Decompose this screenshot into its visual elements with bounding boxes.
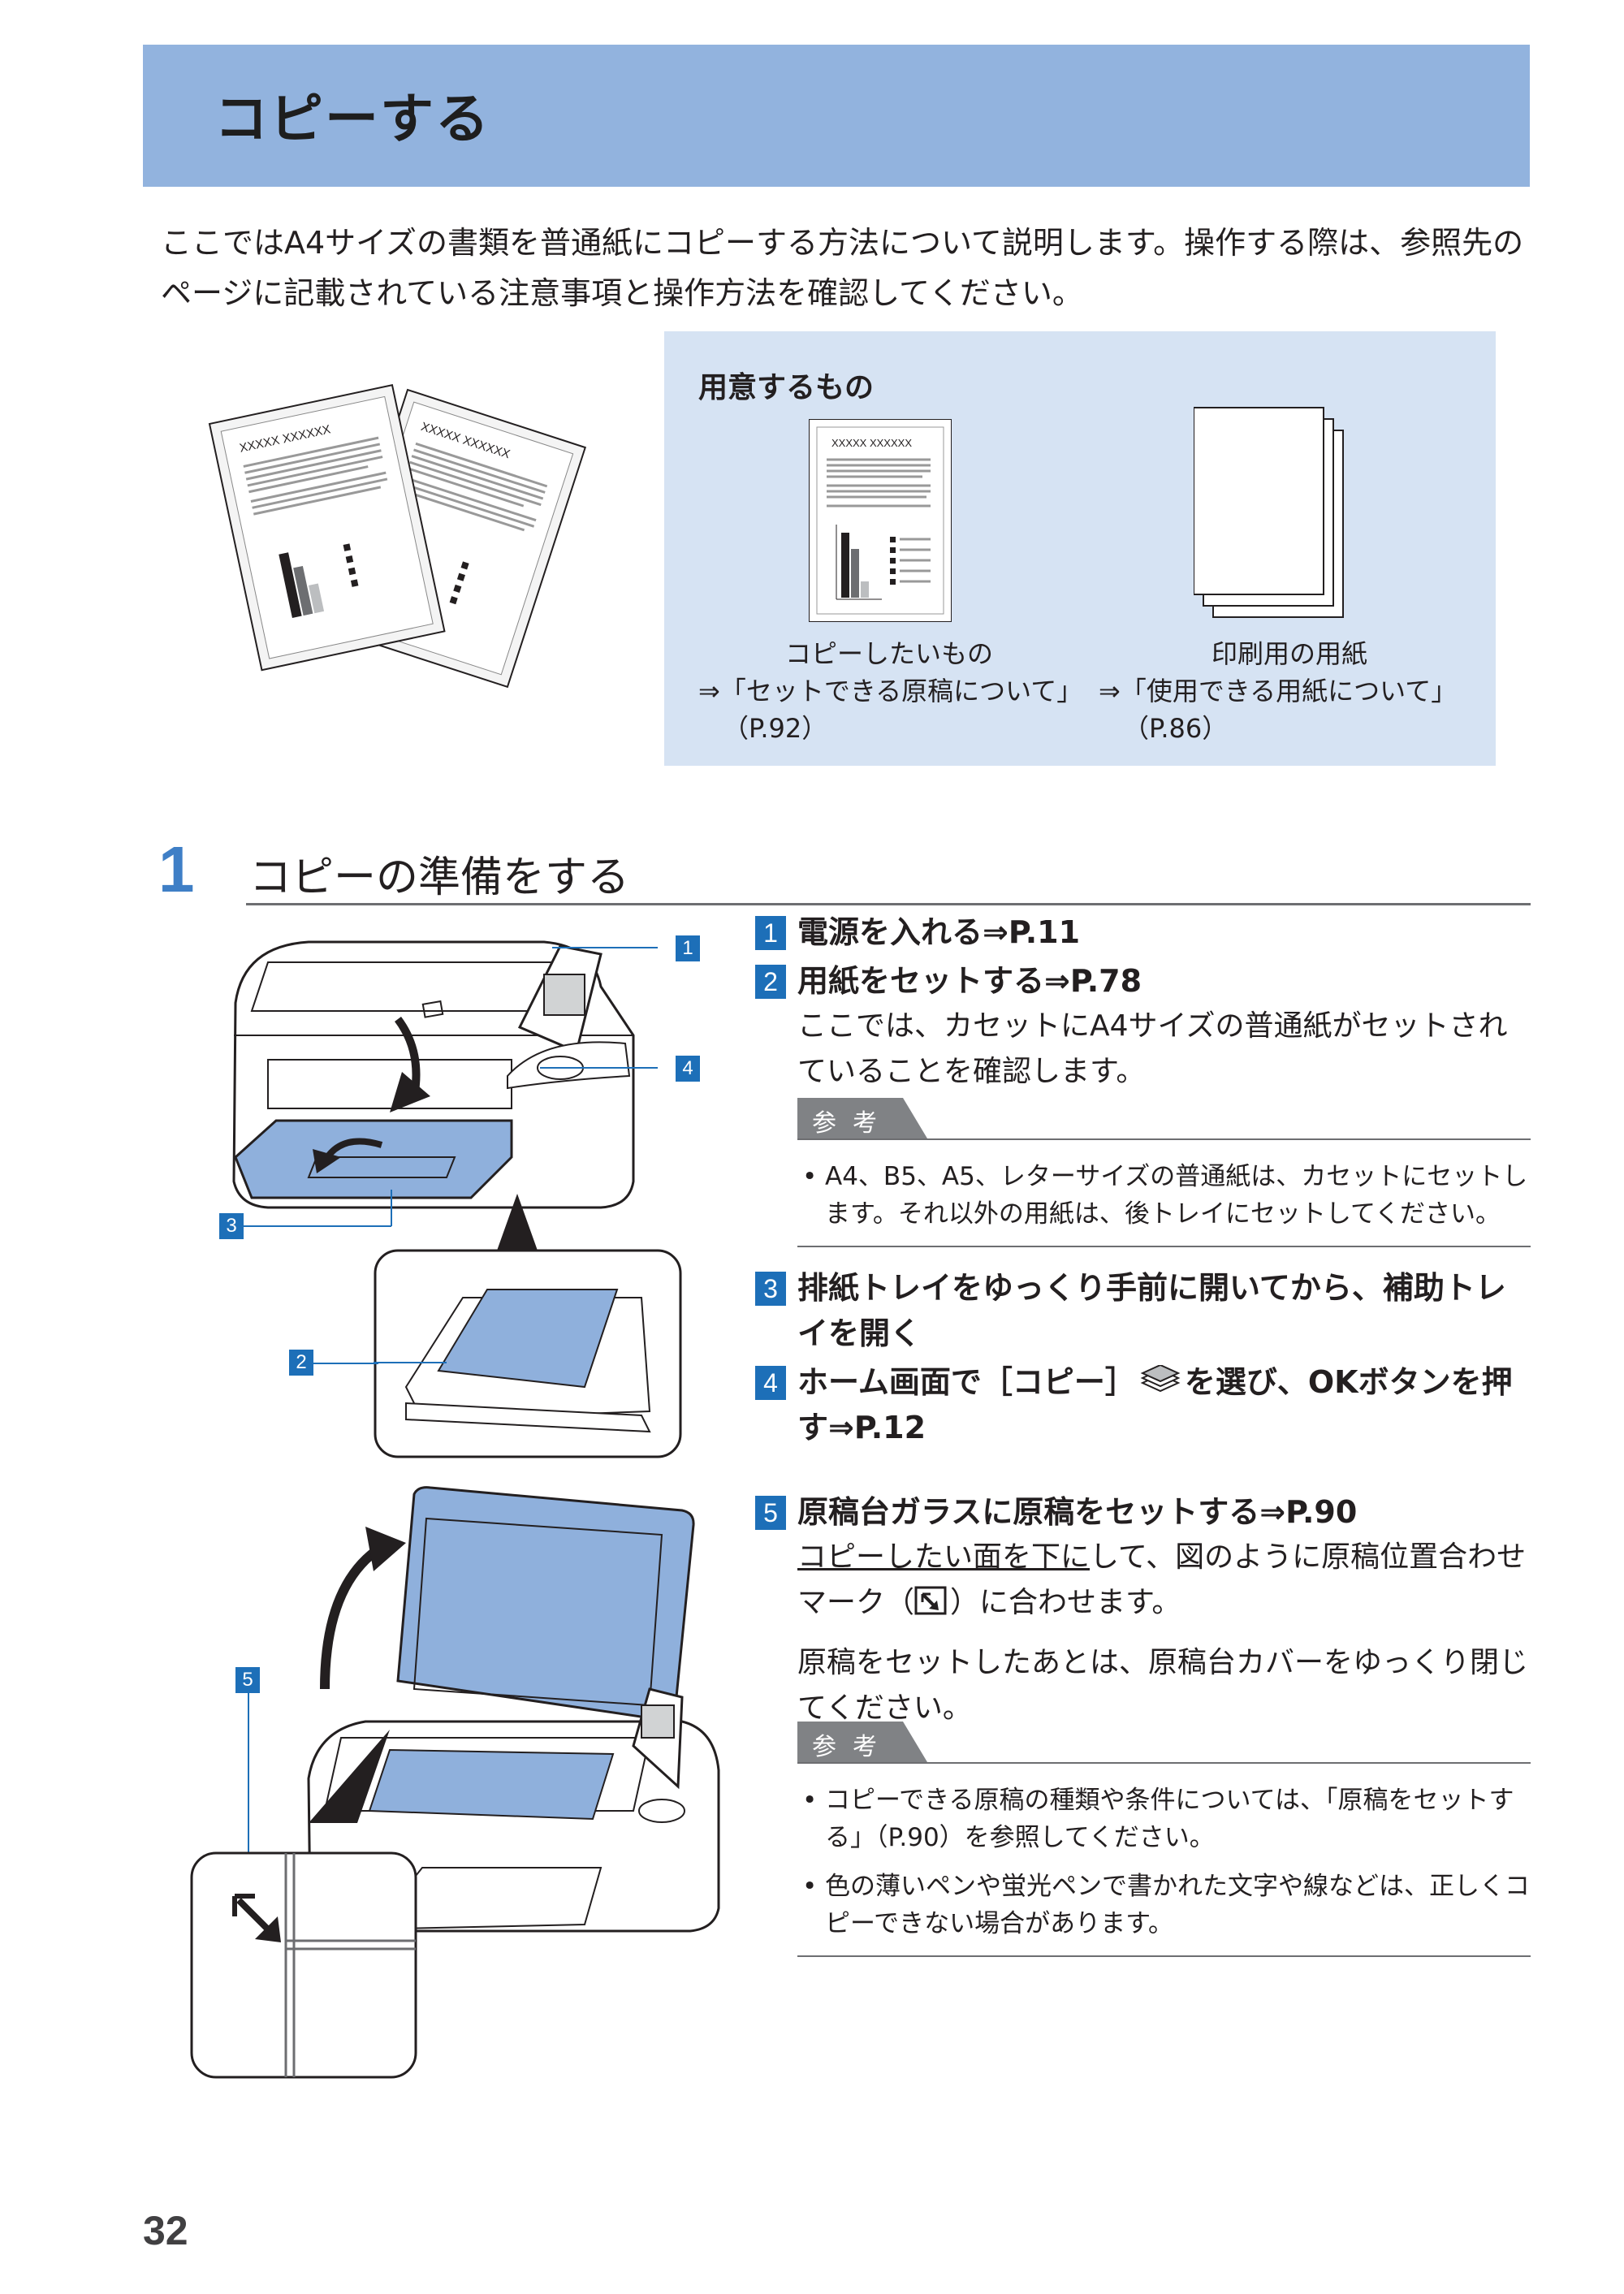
callout-leader-2	[313, 1363, 378, 1364]
step-title: コピーの準備をする	[249, 853, 630, 902]
note-1: A4、B5、A5、レターサイズの普通紙は、カセットにセットします。それ以外の用紙…	[797, 1158, 1531, 1233]
intro-text: ここではA4サイズの書類を普通紙にコピーする方法について説明します。操作する際は…	[161, 225, 1524, 311]
substep-1-head[interactable]: 電源を入れる⇒P.11	[797, 914, 1081, 950]
substep-5-head[interactable]: 原稿台ガラスに原稿をセットする⇒P.90	[797, 1494, 1358, 1530]
cassette-inset-illustration	[374, 1249, 682, 1458]
substep-4: 4 ホーム画面で［コピー］を選び、OKボタンを押す⇒P.12	[755, 1359, 1531, 1450]
reference-rule-top	[797, 1138, 1531, 1140]
substep-3-head: 排紙トレイをゆっくり手前に開いてから、補助トレイを開く	[797, 1270, 1506, 1351]
prep-title: 用意するもの	[698, 371, 875, 404]
substep-2-desc: ここでは、カセットにA4サイズの普通紙がセットされていることを確認します。	[797, 1009, 1508, 1088]
substep-badge-1: 1	[755, 916, 786, 950]
substep-badge-2: 2	[755, 965, 786, 999]
prep-paper-page: （P.86）	[1123, 713, 1229, 744]
prep-box: 用意するもの XXXXX XXXXXX コピーしたいもの ⇒「セットできる原稿に…	[664, 331, 1496, 766]
alignment-mark-inset	[190, 1851, 417, 2079]
original-doc-label: XXXXX XXXXXX	[831, 437, 912, 449]
substep-badge-3: 3	[755, 1272, 786, 1306]
callout-badge-3: 3	[219, 1213, 244, 1239]
page-number: 32	[143, 2208, 188, 2253]
copy-icon	[1140, 1363, 1181, 1393]
paper-stack-icon	[1194, 407, 1344, 618]
note-3: 色の薄いペンや蛍光ペンで書かれた文字や線などは、正しくコピーできない場合がありま…	[797, 1868, 1531, 1942]
substep-3: 3 排紙トレイをゆっくり手前に開いてから、補助トレイを開く	[755, 1265, 1531, 1356]
callout-leader-5	[248, 1693, 249, 1856]
substep-2-head[interactable]: 用紙をセットする⇒P.78	[797, 963, 1142, 999]
reference-label-2: 参考	[812, 1733, 893, 1761]
step-rule	[246, 903, 1531, 905]
reference-label: 参考	[812, 1109, 893, 1138]
reference-rule-bottom	[797, 1246, 1531, 1247]
callout-badge-5: 5	[235, 1667, 260, 1693]
substep-5-desc: コピーしたい面を下にして、図のように原稿位置合わせマーク（）に合わせます。	[797, 1535, 1531, 1626]
substep-5-desc-b: ）に合わせます。	[950, 1586, 1181, 1619]
substep-2: 2 用紙をセットする⇒P.78 ここでは、カセットにA4サイズの普通紙がセットさ…	[755, 958, 1531, 1095]
prep-paper: 印刷用の用紙 ⇒「使用できる用紙について」 （P.86）	[1099, 635, 1480, 747]
substep-4-head-b[interactable]: を選び、OKボタンを押す⇒P.12	[797, 1364, 1513, 1445]
callout-badge-4: 4	[676, 1056, 700, 1082]
reference-note-1: 参考 A4、B5、A5、レターサイズの普通紙は、カセットにセットします。それ以外…	[797, 1098, 1531, 1247]
callout-badge-1: 1	[676, 935, 700, 961]
printer-open-lid-illustration	[307, 1486, 720, 1933]
substep-5-desc-a: して、図のように原稿位置合わせマーク（	[797, 1540, 1527, 1619]
callout-badge-2: 2	[289, 1350, 313, 1376]
prep-original-page: （P.92）	[723, 713, 828, 744]
prep-original-ref[interactable]: ⇒「セットできる原稿について」	[698, 676, 1083, 706]
prep-original: コピーしたいもの ⇒「セットできる原稿について」 （P.92）	[698, 635, 1083, 747]
documents-illustration: XXXXX XXXXXX XXXXX XXXXXX	[208, 383, 587, 689]
reference-note-2: 参考 コピーできる原稿の種類や条件については、「原稿をセットする」（P.90）を…	[797, 1722, 1531, 1957]
substep-4-head-a: ホーム画面で［コピー］	[797, 1364, 1136, 1400]
substep-5-desc-underline: コピーしたい面を下に	[797, 1540, 1091, 1574]
page-title: コピーする	[214, 88, 490, 150]
reference-rule-bottom-2	[797, 1955, 1531, 1957]
reference-tab-2: 参考	[797, 1722, 927, 1762]
substep-badge-5: 5	[755, 1496, 786, 1530]
reference-rule-top-2	[797, 1762, 1531, 1764]
substep-5: 5 原稿台ガラスに原稿をセットする⇒P.90 コピーしたい面を下にして、図のよう…	[755, 1489, 1531, 1731]
title-bar: コピーする	[143, 45, 1530, 187]
reference-tab: 参考	[797, 1098, 927, 1138]
prep-paper-label: 印刷用の用紙	[1211, 638, 1367, 669]
substep-badge-4: 4	[755, 1366, 786, 1400]
note-2: コピーできる原稿の種類や条件については、「原稿をセットする」（P.90）を参照し…	[797, 1782, 1531, 1856]
arrow-down-icon	[497, 1194, 538, 1251]
prep-original-label: コピーしたいもの	[784, 638, 993, 669]
step-number: 1	[158, 833, 195, 905]
substep-5-desc2: 原稿をセットしたあとは、原稿台カバーをゆっくり閉じてください。	[797, 1646, 1529, 1725]
alignment-mark-icon	[914, 1586, 947, 1615]
step-heading: 1 コピーの準備をする	[158, 833, 1531, 905]
prep-paper-ref[interactable]: ⇒「使用できる用紙について」	[1099, 676, 1458, 706]
original-document-icon: XXXXX XXXXXX	[809, 419, 952, 622]
printer-open-tray-illustration	[232, 940, 658, 1227]
substep-1: 1 電源を入れる⇒P.11	[755, 909, 1531, 955]
